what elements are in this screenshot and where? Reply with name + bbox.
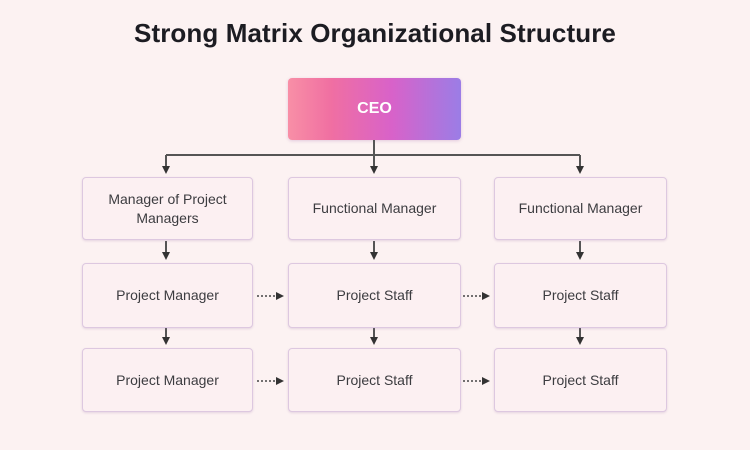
node-manager-of-project-managers: Manager of Project Managers <box>82 177 253 240</box>
diagram-title: Strong Matrix Organizational Structure <box>134 18 616 48</box>
node-label: Project Staff <box>542 371 619 388</box>
node-project-staff-col3-row1: Project Staff <box>494 263 667 328</box>
node-label: Functional Manager <box>518 200 643 216</box>
node-label: Project Manager <box>116 371 219 388</box>
node-label: Manager of Project Managers <box>108 190 227 226</box>
node-label: Project Manager <box>116 287 219 303</box>
node-functional-manager-2: Functional Manager <box>494 177 667 240</box>
node-label: Functional Manager <box>312 200 437 216</box>
node-label: Project Staff <box>542 287 619 303</box>
node-label: Project Staff <box>336 287 413 303</box>
ceo-node: CEO <box>288 78 461 140</box>
node-project-manager-1: Project Manager <box>82 263 253 328</box>
node-project-staff-col2-row2: Project Staff <box>288 348 461 412</box>
node-project-staff-col2-row1: Project Staff <box>288 263 461 328</box>
node-project-manager-2: Project Manager <box>82 348 253 412</box>
node-functional-manager-1: Functional Manager <box>288 177 461 240</box>
node-label: Project Staff <box>336 371 413 388</box>
node-project-staff-col3-row2: Project Staff <box>494 348 667 412</box>
ceo-label: CEO <box>357 100 392 117</box>
